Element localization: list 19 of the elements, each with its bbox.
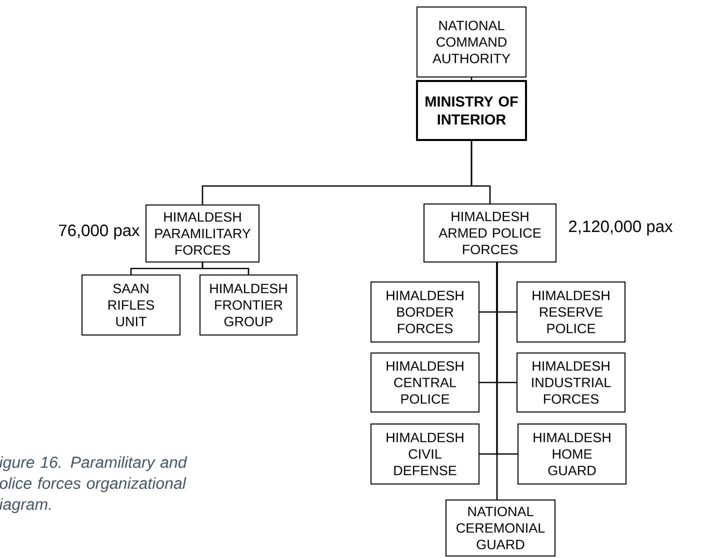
org-box: HIMALDESH CENTRAL POLICE <box>370 352 480 412</box>
connector-line <box>470 78 472 80</box>
strength-label: 76,000 pax <box>59 224 140 240</box>
org-box: NATIONAL COMMAND AUTHORITY <box>416 6 526 78</box>
org-box: HIMALDESH CIVIL DEFENSE <box>370 424 480 484</box>
org-box: SAAN RIFLES UNIT <box>82 274 180 336</box>
org-box: MINISTRY OF INTERIOR <box>416 80 527 141</box>
org-box: HIMALDESH PARAMILITARY FORCES <box>146 204 260 262</box>
org-box: NATIONAL CEREMONIAL GUARD <box>446 500 556 556</box>
org-box: HIMALDESH RESERVE POLICE <box>516 282 626 342</box>
org-box: HIMALDESH INDUSTRIAL FORCES <box>516 352 626 412</box>
org-box: HIMALDESH FRONTIER GROUP <box>200 274 298 336</box>
org-box: HIMALDESH HOME GUARD <box>518 424 626 484</box>
org-box: HIMALDESH ARMED POLICE FORCES <box>424 204 556 262</box>
connector-line <box>470 141 491 204</box>
org-box: HIMALDESH BORDER FORCES <box>370 282 480 342</box>
strength-label: 2,120,000 pax <box>569 220 673 236</box>
connector-line <box>496 262 498 500</box>
connector-line <box>202 262 250 274</box>
